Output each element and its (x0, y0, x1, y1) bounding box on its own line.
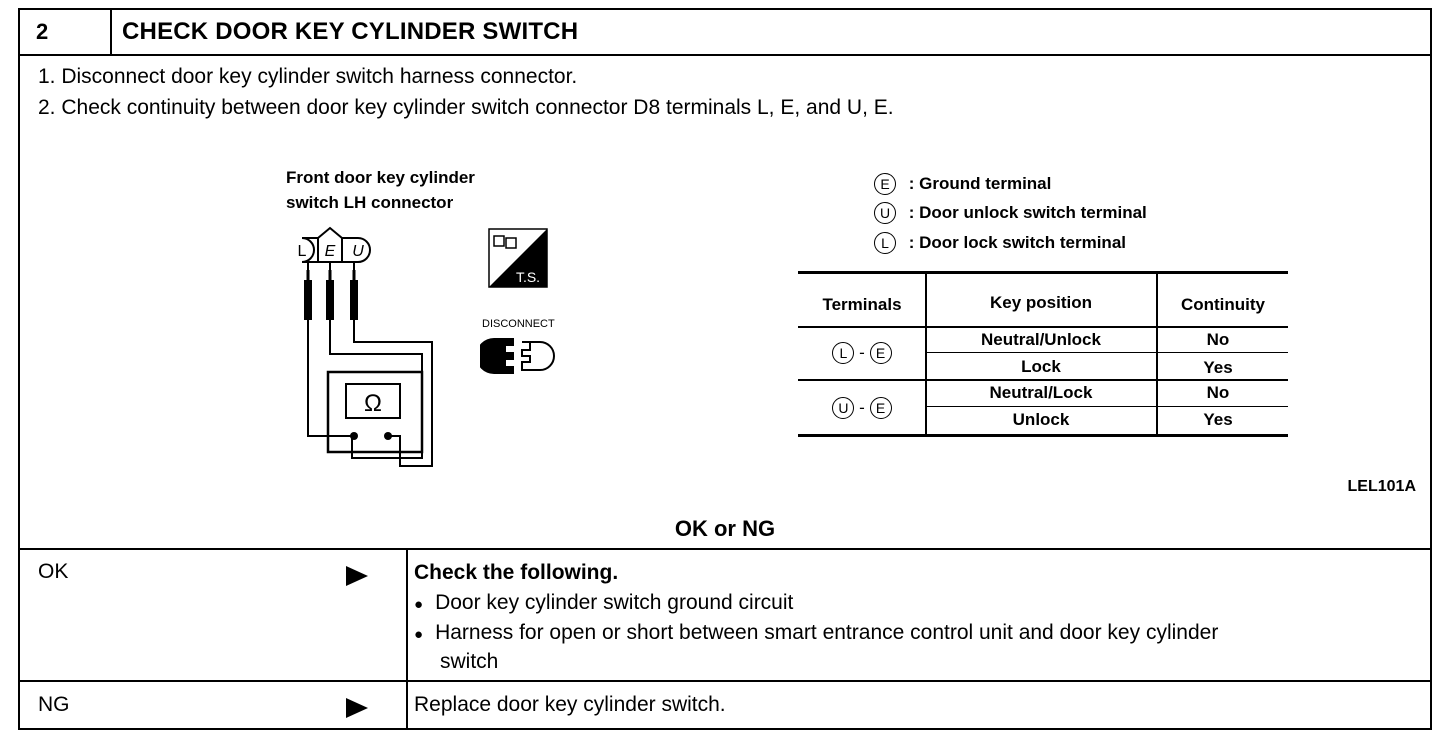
terminal-l-letter: L (298, 243, 307, 260)
table-row: Neutral/Unlock (981, 330, 1101, 349)
ok-item-2-continued: switch (440, 650, 499, 673)
terminals-l-e: L - E (800, 342, 924, 364)
connector-outline-icon (301, 226, 371, 263)
step-1-text: 1. Disconnect door key cylinder switch h… (38, 65, 578, 88)
step-header: 2 CHECK DOOR KEY CYLINDER SWITCH (20, 10, 1430, 56)
terminal-e-symbol: E (874, 173, 896, 195)
bullet-icon: ● (414, 596, 424, 613)
terminal-u-symbol: U (874, 202, 896, 224)
col-header-terminals: Terminals (822, 295, 902, 314)
legend-ground: E : Ground terminal (874, 173, 1051, 195)
terminal-u-letter: U (352, 243, 364, 260)
step-number: 2 (20, 10, 112, 54)
ok-action-title: Check the following. (414, 561, 619, 584)
table-row: Unlock (1012, 410, 1070, 429)
col-header-continuity: Continuity (1180, 295, 1266, 314)
procedure-frame: 2 CHECK DOOR KEY CYLINDER SWITCH 1. Disc… (18, 8, 1432, 730)
ok-item-1: ●Door key cylinder switch ground circuit (414, 591, 794, 614)
legend-lock: L : Door lock switch terminal (874, 232, 1126, 254)
ng-arrow-icon (346, 698, 368, 718)
col-header-key-position: Key position (989, 293, 1092, 312)
ok-label: OK (38, 560, 69, 583)
table-row: Neutral/Lock (989, 383, 1093, 402)
disconnect-icon (480, 338, 555, 374)
bullet-icon: ● (414, 626, 424, 643)
table-top-rule (798, 271, 1288, 274)
table-bottom-rule (798, 434, 1288, 437)
terminals-u-e: U - E (800, 397, 924, 419)
connector-label-line1: Front door key cylinder (286, 168, 475, 187)
table-cell-continuity: No (1206, 330, 1230, 349)
table-row: Lock (1021, 357, 1061, 376)
step-2-text: 2. Check continuity between door key cyl… (38, 96, 894, 119)
ohm-symbol: Ω (364, 390, 382, 417)
ts-label: T.S. (516, 269, 540, 285)
table-cell-continuity: No (1206, 383, 1230, 402)
legend-unlock: U : Door unlock switch terminal (874, 202, 1147, 224)
terminal-e-letter: E (325, 243, 336, 260)
connector-label-line2: switch LH connector (286, 193, 454, 212)
table-cell-continuity: Yes (1203, 358, 1233, 377)
ok-or-ng-heading: OK or NG (674, 516, 776, 541)
continuity-test-diagram: L E U Ω (298, 226, 433, 467)
ng-label: NG (38, 693, 70, 716)
ng-action: Replace door key cylinder switch. (414, 693, 726, 716)
ts-icon: T.S. (488, 228, 548, 288)
table-cell-continuity: Yes (1203, 410, 1233, 429)
disconnect-label: DISCONNECT (482, 318, 555, 330)
terminal-l-symbol: L (874, 232, 896, 254)
ok-item-2: ●Harness for open or short between smart… (414, 621, 1219, 644)
figure-code: LEL101A (1347, 478, 1416, 495)
ok-arrow-icon (346, 566, 368, 586)
step-title: CHECK DOOR KEY CYLINDER SWITCH (122, 18, 579, 45)
